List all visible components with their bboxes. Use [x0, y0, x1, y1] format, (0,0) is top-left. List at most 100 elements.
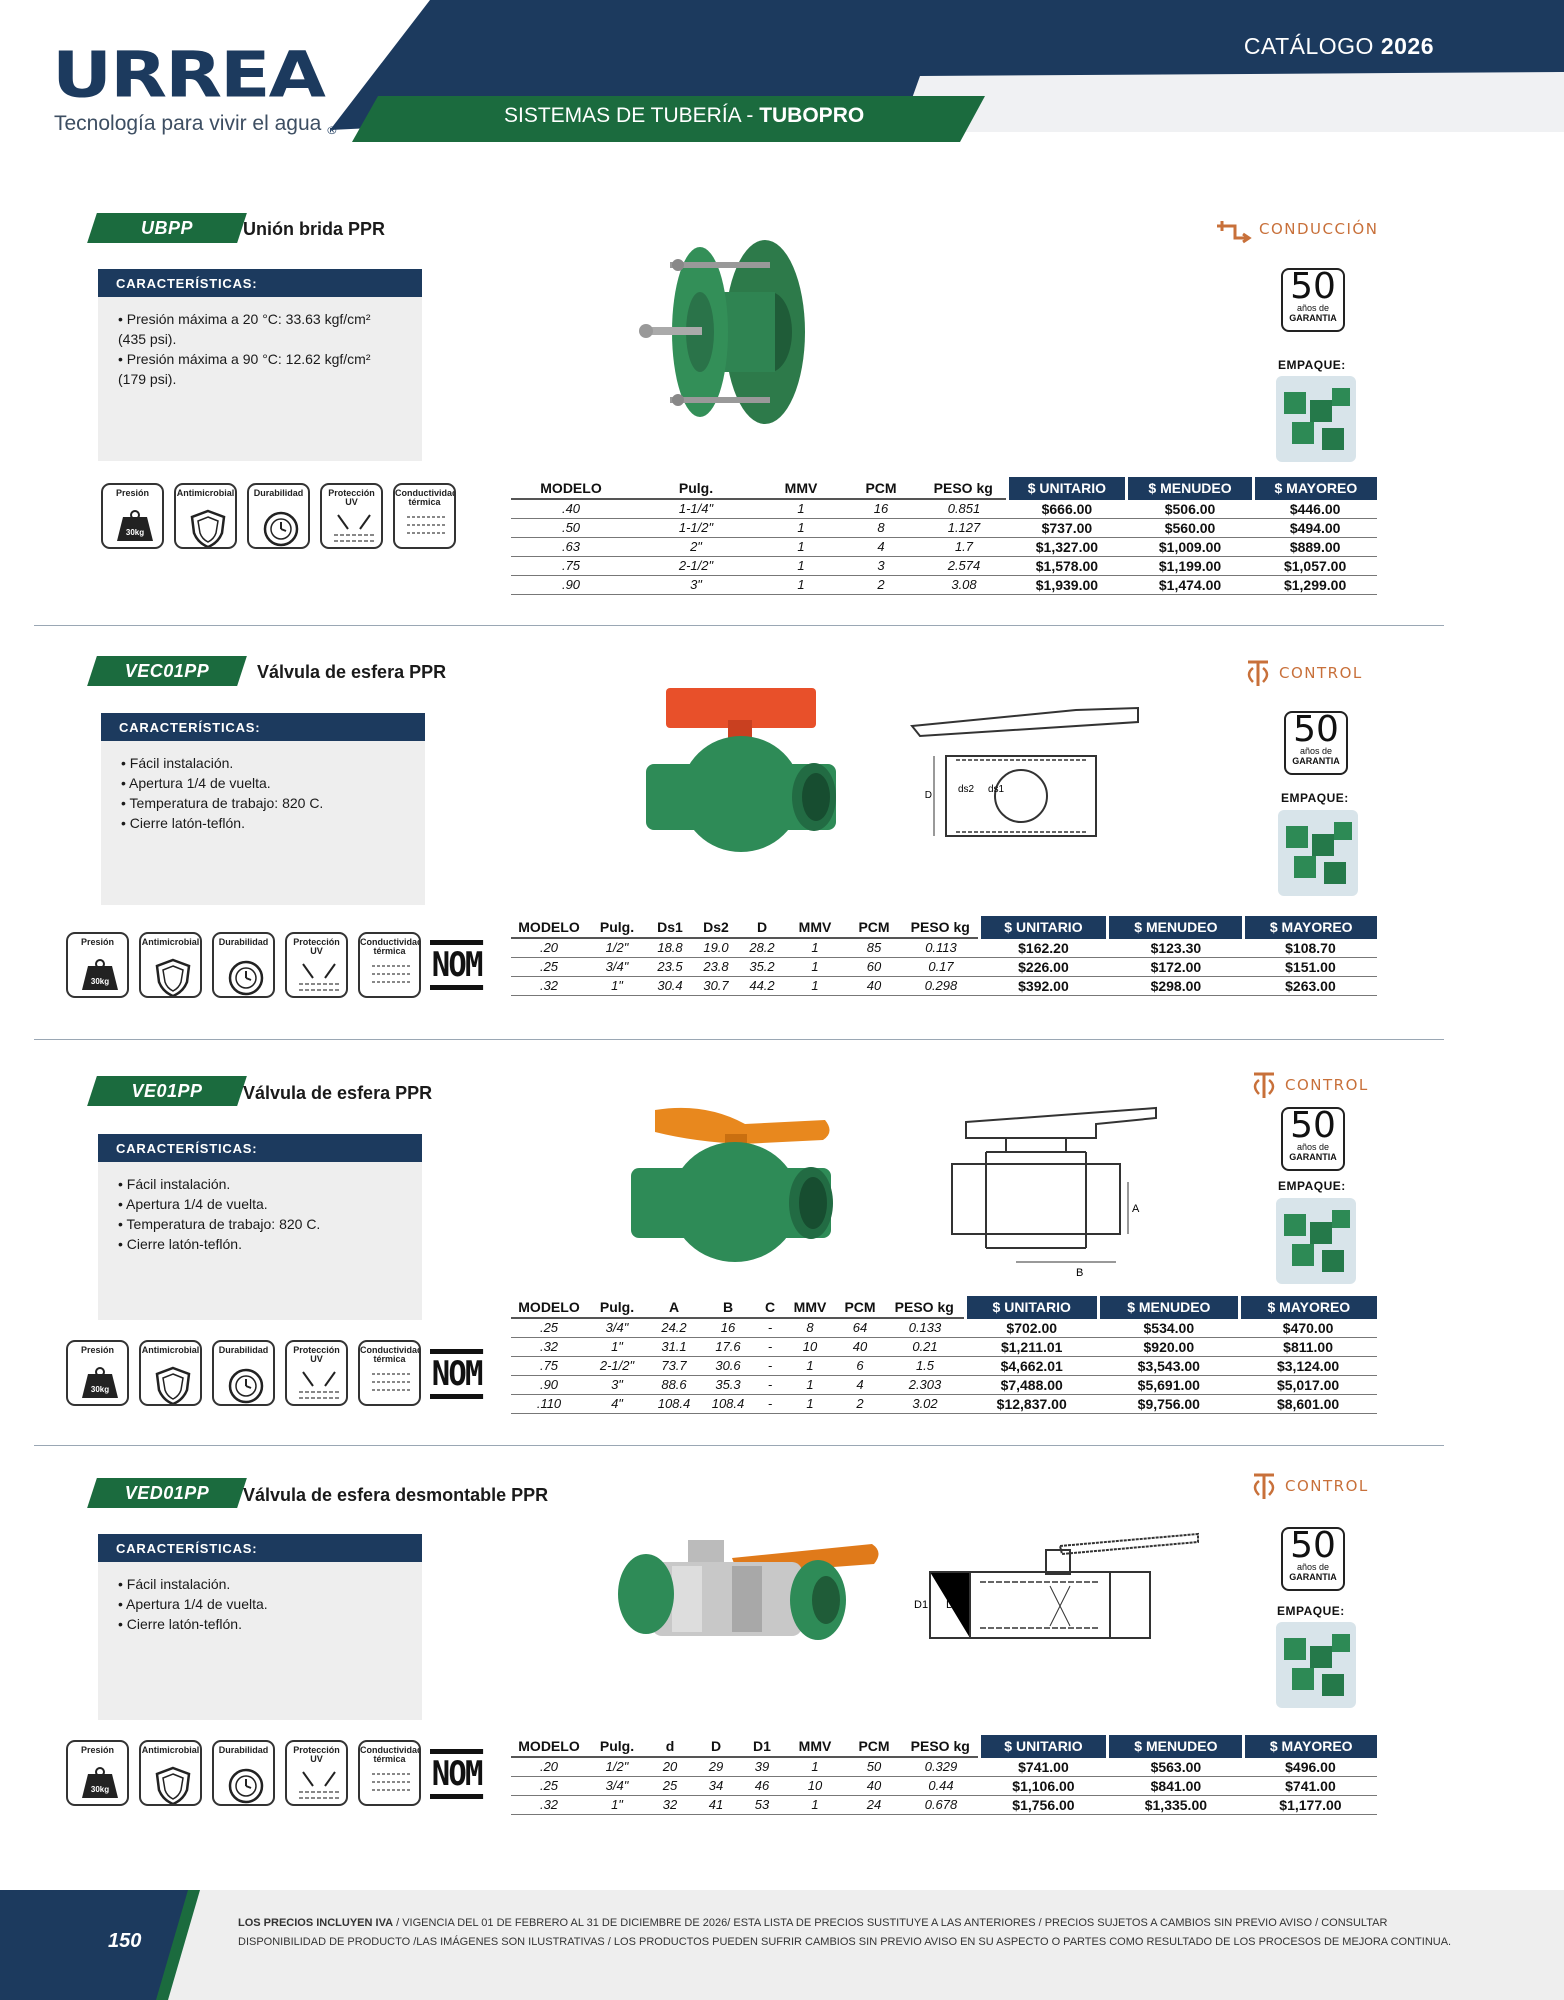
feature-item: Apertura 1/4 de vuelta. [118, 1594, 402, 1614]
column-header: PCM [845, 1735, 903, 1758]
table-cell: 2.303 [885, 1375, 965, 1395]
table-cell: 88.6 [647, 1375, 701, 1395]
column-header: MODELO [511, 916, 587, 939]
table-cell: 2-1/2" [631, 556, 761, 576]
icon-weight-text: 30kg [91, 1385, 109, 1394]
antimicrobial-icon: Antimicrobial [139, 1740, 202, 1806]
section-title: SISTEMAS DE TUBERÍA - TUBOPRO [504, 104, 864, 128]
table-cell: 31.1 [647, 1337, 701, 1357]
price-cell: $470.00 [1239, 1318, 1377, 1338]
column-header: C [755, 1296, 785, 1319]
thermal-conductivity-icon: Conductividad térmica [358, 1340, 421, 1406]
table-cell: 1 [785, 1795, 845, 1815]
price-cell: $392.00 [979, 976, 1108, 996]
product-code-tag: UBPP [87, 213, 247, 243]
table-cell: 1 [785, 938, 845, 958]
table-cell: - [755, 1375, 785, 1395]
table-cell: 1 [785, 1757, 845, 1777]
product-title: Válvula de esfera desmontable PPR [243, 1485, 549, 1505]
table-cell: 2" [631, 537, 761, 557]
icon-weight-text: 30kg [126, 528, 144, 537]
section-divider [34, 625, 1444, 626]
product-photo-flange-union [639, 240, 805, 424]
characteristics-box: CARACTERÍSTICAS: Fácil instalación. Aper… [98, 1134, 422, 1320]
table-cell: 24.2 [647, 1318, 701, 1338]
table-header-row: MODELO Pulg. Ds1 Ds2 D MMV PCM PESO kg $… [511, 916, 1377, 939]
price-cell: $1,177.00 [1243, 1795, 1377, 1815]
feature-item: Apertura 1/4 de vuelta. [121, 773, 405, 793]
price-cell: $920.00 [1098, 1337, 1240, 1357]
price-cell: $5,691.00 [1098, 1375, 1240, 1395]
price-table: MODELO Pulg. MMV PCM PESO kg $ UNITARIO … [511, 477, 1377, 595]
price-cell: $263.00 [1243, 976, 1377, 996]
table-cell: 2 [841, 575, 921, 595]
guarantee-line1: años de [1296, 1142, 1330, 1152]
thermal-conductivity-icon: Conductividad térmica [358, 932, 421, 998]
table-cell: .90 [511, 1375, 587, 1395]
characteristics-box: CARACTERÍSTICAS: Fácil instalación. Aper… [101, 713, 425, 905]
price-cell: $123.30 [1107, 938, 1244, 958]
feature-item: Presión máxima a 20 °C: 33.63 kgf/cm² (4… [118, 309, 402, 349]
guarantee-line2: GARANTIA [1289, 1152, 1337, 1162]
table-cell: 1" [587, 976, 647, 996]
table-cell: 1.5 [885, 1356, 965, 1376]
feature-item: Temperatura de trabajo: 820 C. [121, 793, 405, 813]
page-header: URREA® Tecnología para vivir el agua CAT… [0, 0, 1564, 150]
product-code: UBPP [140, 218, 193, 238]
feature-item: Presión máxima a 90 °C: 12.62 kgf/cm² (1… [118, 349, 402, 389]
column-header: Pulg. [587, 1296, 647, 1319]
table-cell: 23.8 [693, 957, 739, 977]
technical-drawing-vec01pp: D ds2 ds1 [910, 706, 1139, 837]
column-header: PCM [841, 477, 921, 500]
page-number: 150 [108, 1930, 142, 1952]
table-cell: 1 [785, 1356, 835, 1376]
table-cell: 108.4 [647, 1394, 701, 1414]
category-text: CONDUCCIÓN [1259, 220, 1379, 238]
column-header: MMV [785, 1296, 835, 1319]
price-cell: $1,578.00 [1007, 556, 1127, 576]
price-cell: $506.00 [1126, 499, 1254, 519]
icon-label: Conductividad térmica [360, 1345, 421, 1364]
table-cell: 3" [587, 1375, 647, 1395]
nom-certification: NOM [430, 1349, 483, 1399]
table-cell: 20 [647, 1757, 693, 1777]
price-cell: $741.00 [979, 1757, 1108, 1777]
table-cell: 35.2 [739, 957, 785, 977]
column-header: $ MAYOREO [1242, 916, 1377, 939]
brand-tagline: Tecnología para vivir el agua [54, 112, 322, 135]
table-cell: 2.574 [921, 556, 1007, 576]
price-cell: $811.00 [1239, 1337, 1377, 1357]
price-cell: $841.00 [1107, 1776, 1244, 1796]
table-cell: 3" [631, 575, 761, 595]
table-cell: 1-1/4" [631, 499, 761, 519]
feature-item: Fácil instalación. [121, 753, 405, 773]
price-cell: $12,837.00 [965, 1394, 1099, 1414]
technical-drawing-ve01pp: A B [951, 1106, 1157, 1279]
section-divider [34, 1039, 1444, 1040]
column-header: $ MAYOREO [1251, 477, 1377, 500]
icon-label: Durabilidad [253, 488, 304, 498]
table-cell: 1/2" [587, 938, 647, 958]
table-cell: - [755, 1318, 785, 1338]
icon-label: Protección UV [293, 937, 340, 956]
column-header: Ds2 [693, 916, 739, 939]
table-cell: 40 [835, 1337, 885, 1357]
characteristics-box: CARACTERÍSTICAS: Fácil instalación. Aper… [98, 1534, 422, 1720]
packing-label: EMPAQUE: [1278, 1179, 1346, 1193]
price-cell: $1,106.00 [979, 1776, 1108, 1796]
table-cell: 8 [785, 1318, 835, 1338]
table-cell: 53 [739, 1795, 785, 1815]
icon-label: Presión [80, 937, 114, 947]
table-cell: 8 [841, 518, 921, 538]
column-header: MMV [785, 916, 845, 939]
table-cell: 1" [587, 1337, 647, 1357]
table-cell: 40 [845, 1776, 903, 1796]
price-cell: $1,057.00 [1253, 556, 1377, 576]
table-cell: 46 [739, 1776, 785, 1796]
guarantee-line2: GARANTIA [1289, 313, 1337, 323]
table-cell: 3.08 [921, 575, 1007, 595]
